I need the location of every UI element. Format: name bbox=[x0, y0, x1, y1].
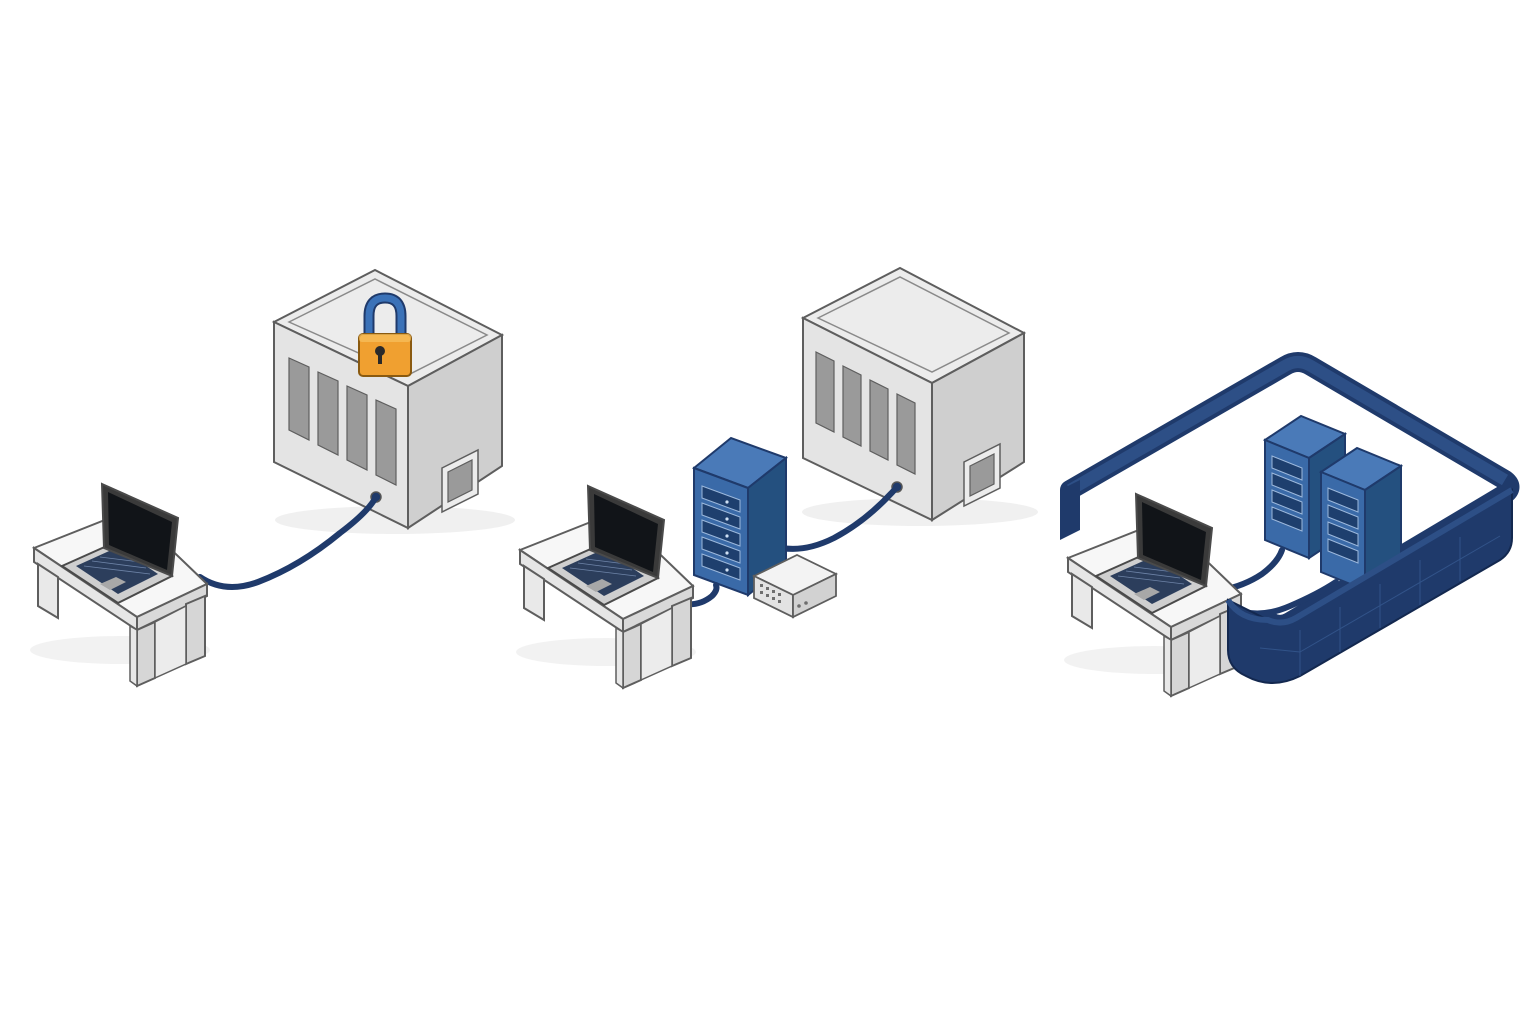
vent-grilles bbox=[815, 351, 916, 475]
brick-wall-front bbox=[1225, 487, 1514, 684]
panel-locked-datacenter bbox=[29, 268, 515, 687]
network-cable bbox=[681, 582, 720, 608]
network-cable bbox=[197, 494, 379, 590]
ac-unit-icon bbox=[441, 448, 479, 514]
panel-firewall-enclosure bbox=[1060, 352, 1520, 697]
ac-unit-icon bbox=[963, 442, 1001, 508]
padlock-icon bbox=[358, 292, 412, 377]
vent-grilles bbox=[288, 357, 397, 486]
laptop-desk-icon bbox=[1063, 493, 1245, 697]
laptop-desk-icon bbox=[515, 485, 697, 689]
server-rack-icon bbox=[1318, 446, 1404, 592]
datacenter-building-icon bbox=[800, 266, 1038, 526]
server-rack-icon bbox=[692, 436, 789, 598]
datacenter-building-icon bbox=[271, 268, 515, 534]
network-switch-icon bbox=[751, 553, 839, 619]
network-cable bbox=[779, 484, 900, 552]
laptop-desk-icon bbox=[29, 483, 211, 687]
panel-server-switch-datacenter bbox=[515, 266, 1038, 689]
